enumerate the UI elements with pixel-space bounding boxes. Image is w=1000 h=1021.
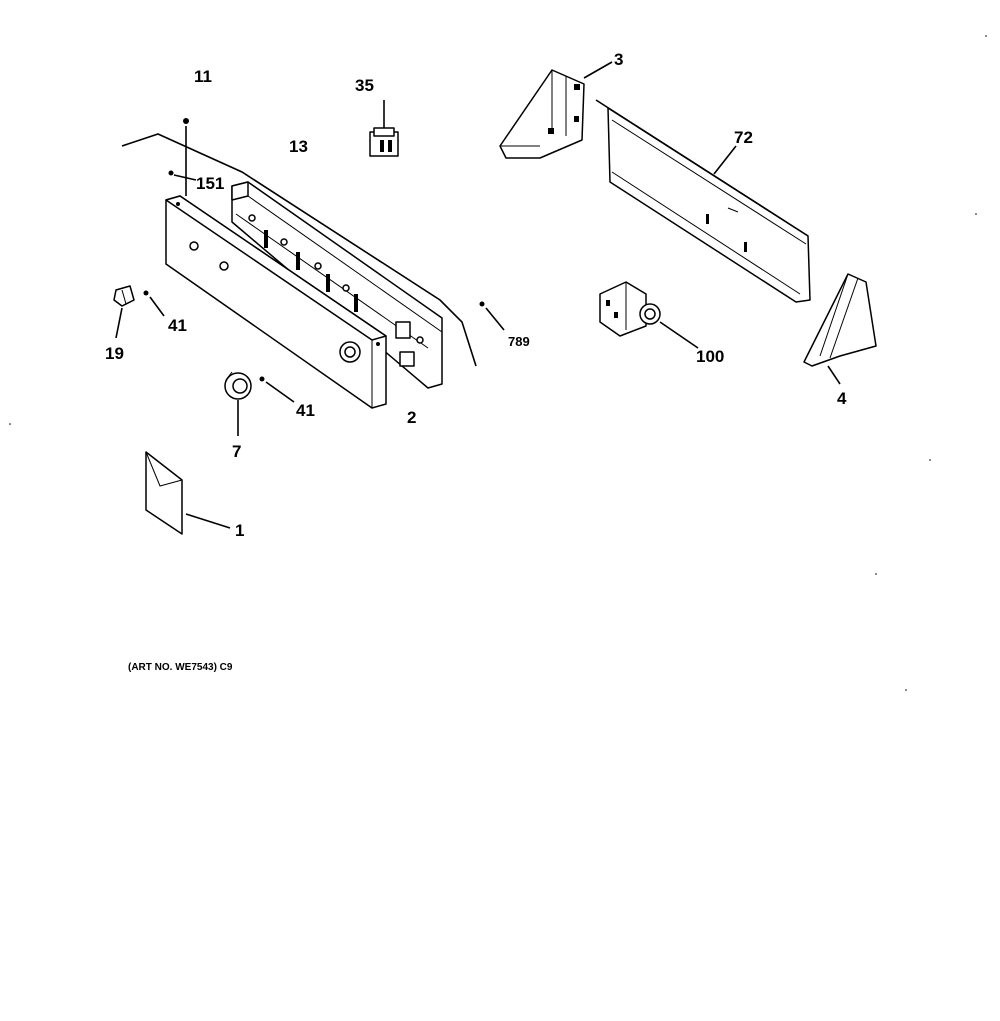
callout-13: 13 bbox=[289, 137, 308, 156]
callout-11: 11 bbox=[194, 67, 212, 86]
callout-7: 7 bbox=[232, 442, 241, 461]
part-41-clip-lower bbox=[259, 376, 295, 403]
part-4-end-cap-right bbox=[803, 273, 877, 385]
callout-789: 789 bbox=[508, 334, 530, 349]
callout-1: 1 bbox=[235, 521, 244, 540]
part-1-literature bbox=[145, 451, 231, 535]
part-2-control-panel bbox=[165, 195, 387, 409]
part-789-screw bbox=[479, 301, 505, 331]
callout-3: 3 bbox=[614, 50, 623, 69]
callout-41-lower: 41 bbox=[296, 401, 315, 420]
part-151-screw bbox=[168, 170, 197, 181]
callout-41-upper: 41 bbox=[168, 316, 187, 335]
callout-72: 72 bbox=[734, 128, 753, 147]
callout-4: 4 bbox=[837, 389, 847, 408]
callout-151: 151 bbox=[196, 174, 224, 193]
part-100-timer bbox=[599, 281, 699, 349]
part-72-rear-panel bbox=[595, 99, 811, 303]
callout-35: 35 bbox=[355, 76, 374, 95]
part-7-knob bbox=[224, 371, 252, 436]
part-11-screw bbox=[183, 118, 189, 196]
part-35-switch bbox=[369, 100, 399, 157]
callout-2: 2 bbox=[407, 408, 416, 427]
part-13-mounting-plate bbox=[121, 133, 477, 389]
part-41-clip-upper bbox=[143, 290, 165, 317]
scan-specks bbox=[9, 35, 987, 691]
art-number-caption: (ART NO. WE7543) C9 bbox=[128, 662, 233, 673]
callout-100: 100 bbox=[696, 347, 724, 366]
callout-19: 19 bbox=[105, 344, 124, 363]
part-19-knob bbox=[113, 285, 135, 339]
part-3-end-cap-left bbox=[499, 61, 613, 159]
